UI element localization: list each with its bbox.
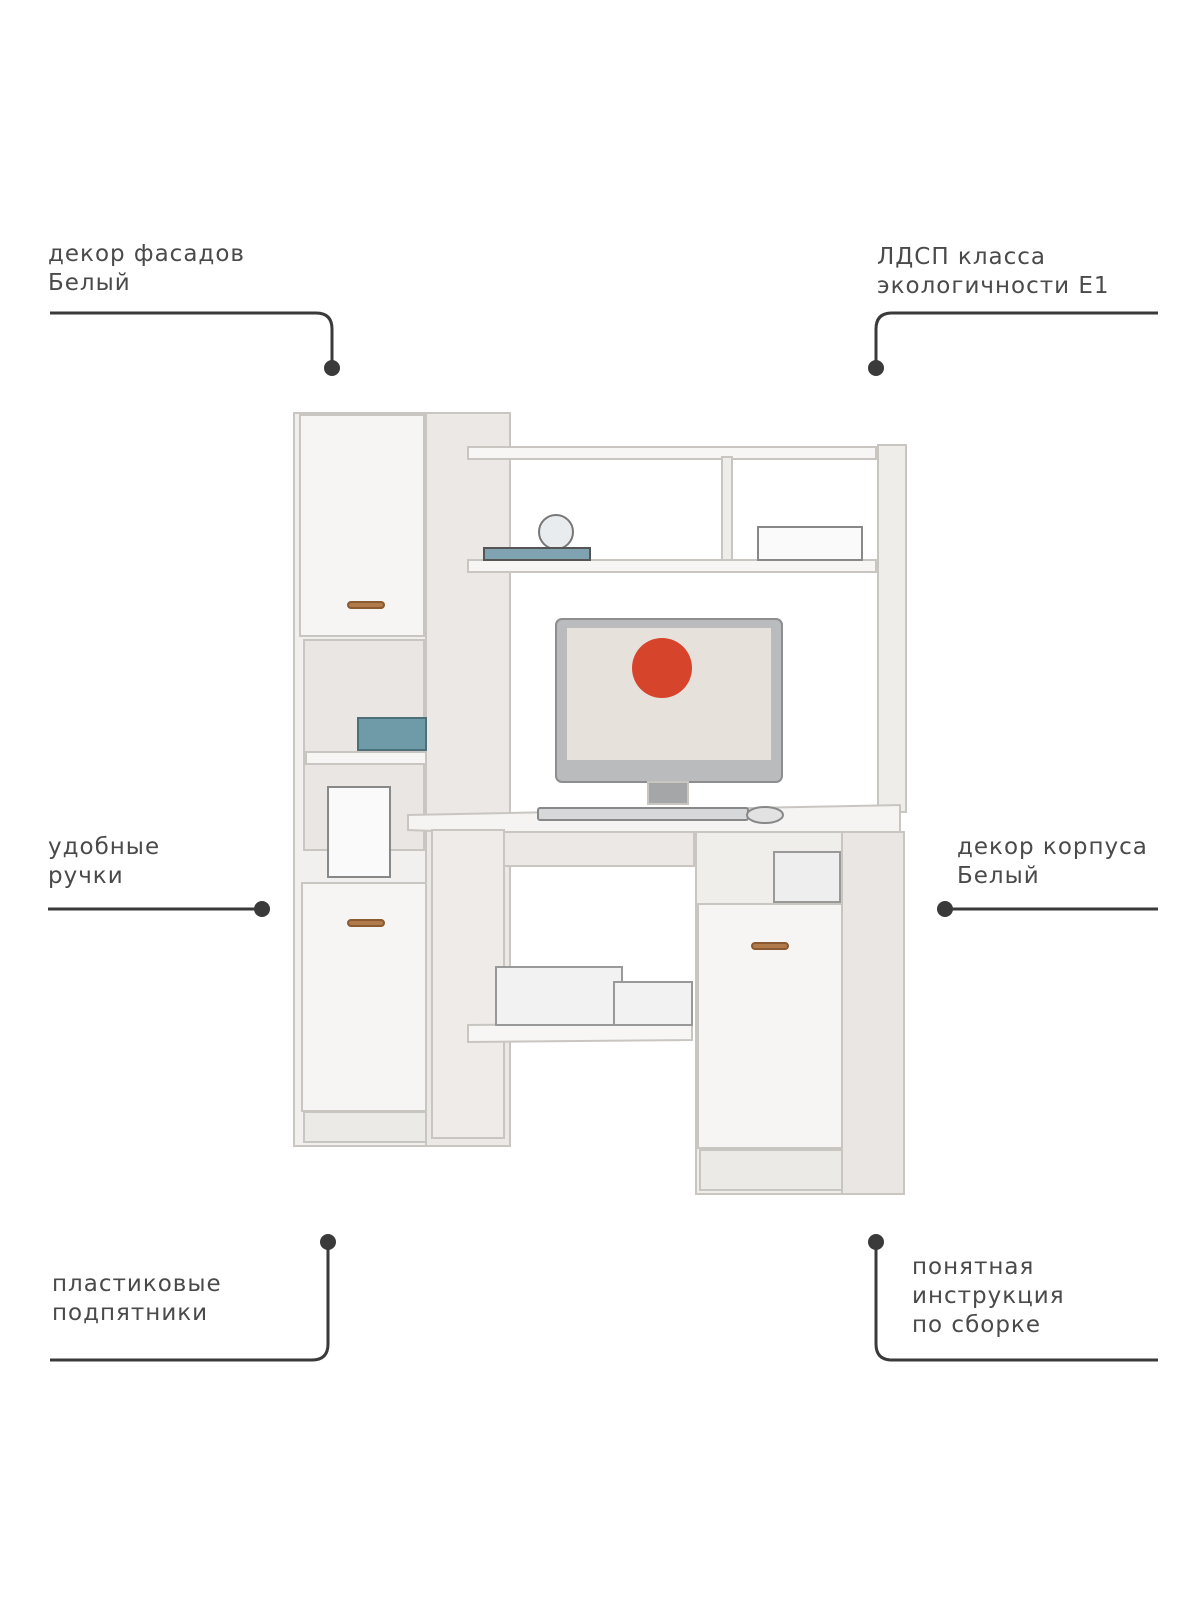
lower-left-door-handle xyxy=(347,919,385,927)
callout-handles: удобные ручки xyxy=(48,834,161,889)
books-upright xyxy=(327,786,391,878)
left-shelf-mid xyxy=(305,751,427,765)
mouse xyxy=(746,806,784,824)
hutch-right-side xyxy=(877,444,907,813)
right-door-handle xyxy=(751,942,789,950)
callout-assembly-instructions: понятная инструкция по сборке xyxy=(912,1254,1065,1338)
upper-door-handle xyxy=(347,601,385,609)
storage-box-3 xyxy=(773,851,841,903)
middle-leg xyxy=(431,829,505,1139)
storage-box-2 xyxy=(613,981,693,1026)
callout-body-decor: декор корпуса Белый xyxy=(957,834,1148,889)
callout-plastic-feet: пластиковые подпятники xyxy=(52,1271,222,1326)
callout-dots xyxy=(254,360,953,1250)
monitor-berries xyxy=(632,638,692,698)
right-door xyxy=(697,903,843,1149)
lower-left-door xyxy=(301,882,427,1112)
keyboard xyxy=(537,807,749,821)
callout-facade-decor: декор фасадов Белый xyxy=(48,241,245,296)
callout-lines xyxy=(48,311,1158,1362)
books-stack xyxy=(357,717,427,751)
callout-chipboard-class: ЛДСП класса экологичности Е1 xyxy=(877,244,1110,299)
hutch-divider xyxy=(721,456,733,566)
shelf-books-flat xyxy=(483,547,591,561)
left-plinth xyxy=(303,1111,427,1143)
right-plinth xyxy=(699,1149,843,1191)
right-pedestal-side xyxy=(841,831,905,1195)
back-panel xyxy=(503,831,695,867)
desk xyxy=(293,412,907,1195)
monitor-stand xyxy=(647,781,689,805)
hutch-lower-shelf xyxy=(467,559,877,573)
upper-door xyxy=(299,414,425,637)
glass-terrarium xyxy=(538,514,574,550)
hutch-books xyxy=(757,526,863,561)
storage-box-1 xyxy=(495,966,623,1026)
hutch-top-shelf xyxy=(467,446,877,460)
